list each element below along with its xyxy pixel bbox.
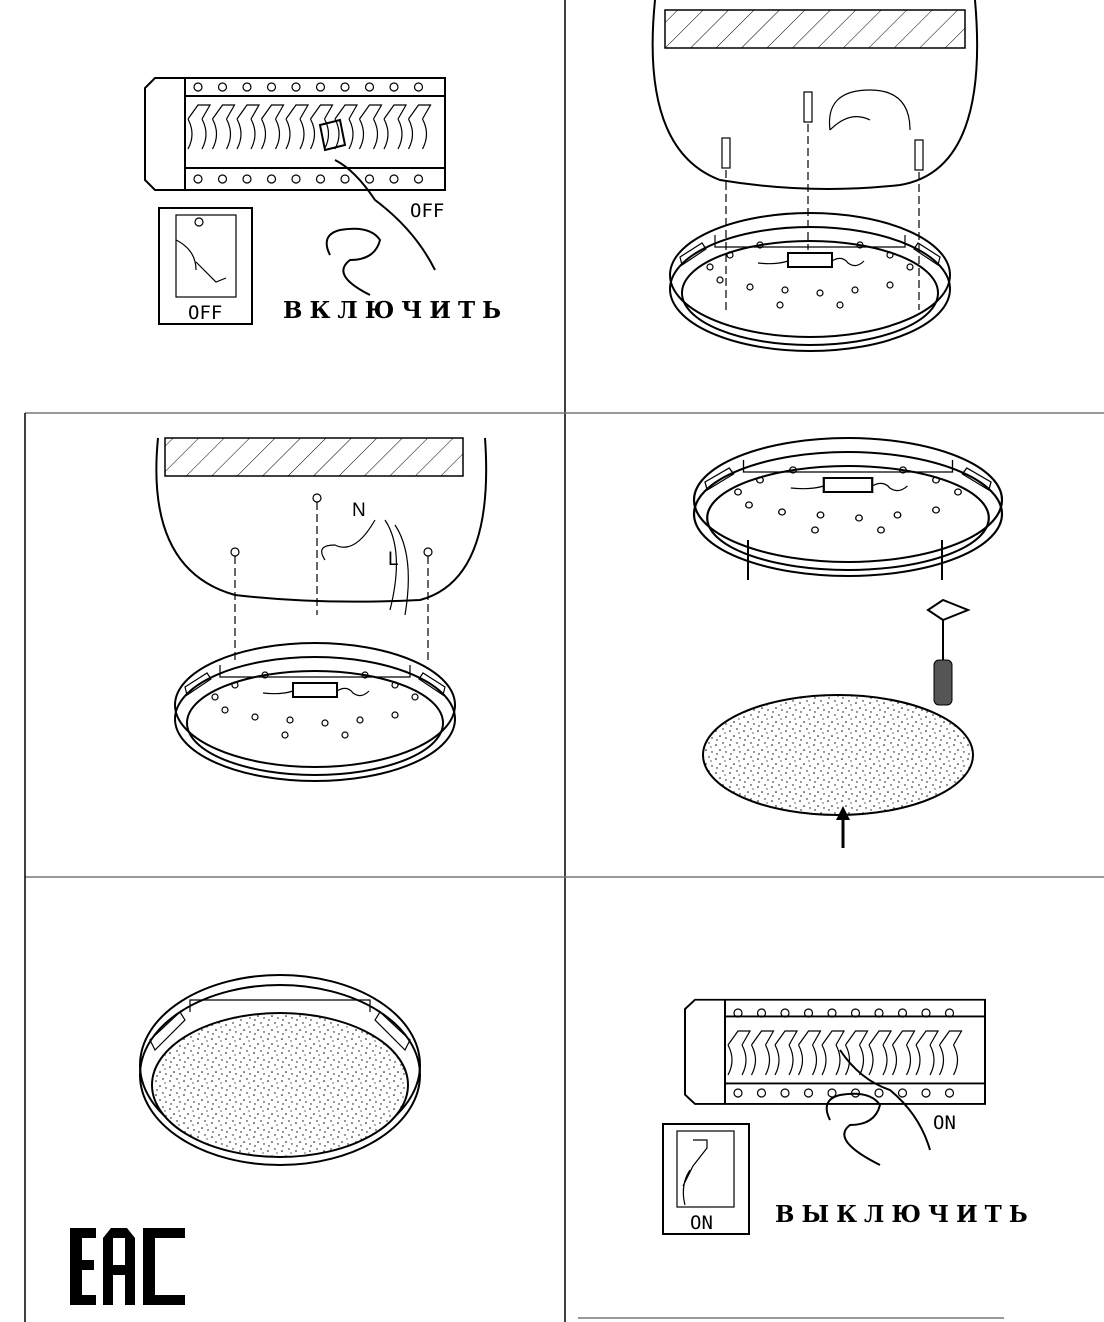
step4-diffuser [702, 694, 974, 816]
terminal-screw [780, 1088, 790, 1098]
terminal-screw [850, 1008, 861, 1018]
terminal-screw [291, 82, 301, 92]
step1-instruction: ВКЛЮЧИТЬ [283, 297, 508, 324]
breaker-switch [868, 1030, 893, 1076]
step6-instruction: ВЫКЛЮЧИТЬ [775, 1201, 1035, 1228]
terminal-screw [413, 174, 424, 184]
step3-lamp-base [174, 642, 456, 782]
terminal-screw [266, 174, 277, 184]
terminal-screw [733, 1008, 743, 1018]
terminal-screw [756, 1008, 767, 1018]
step4-screws [747, 540, 971, 706]
breaker-switch [309, 104, 334, 150]
terminal-screw [803, 1088, 814, 1098]
terminal-screw [921, 1008, 931, 1018]
step1-switch-box [158, 207, 253, 325]
terminal-screw [874, 1008, 884, 1018]
breaker-switch [187, 104, 212, 150]
terminal-screw [389, 82, 399, 92]
breaker-switch [358, 104, 383, 150]
step2-ceiling [651, 0, 979, 310]
breaker-switch [797, 1030, 822, 1076]
terminal-screw [193, 174, 203, 184]
wire-label-live: L [388, 549, 399, 570]
terminal-screw [389, 174, 399, 184]
step6-switch-box [662, 1123, 750, 1235]
step1-switch-state-label: OFF [188, 302, 222, 324]
terminal-screw [874, 1088, 884, 1098]
breaker-switch [727, 1030, 752, 1076]
terminal-screw [780, 1008, 790, 1018]
terminal-screw [897, 1008, 908, 1018]
terminal-screw [413, 82, 424, 92]
terminal-screw [803, 1008, 814, 1018]
breaker-switch [750, 1030, 775, 1076]
terminal-screw [242, 174, 252, 184]
terminal-screw [944, 1008, 955, 1018]
breaker-switch [334, 104, 359, 150]
step1-breaker-state-label: OFF [410, 200, 444, 222]
terminal-screw [266, 82, 277, 92]
breaker-switch [236, 104, 261, 150]
terminal-screw [193, 82, 203, 92]
wire-label-neutral: N [352, 500, 366, 521]
step3-ceiling [155, 437, 488, 660]
terminal-screw [217, 174, 228, 184]
breaker-switch [891, 1030, 916, 1076]
terminal-screw [733, 1088, 743, 1098]
step6-breaker-state-label: ON [933, 1112, 956, 1134]
breaker-switch [915, 1030, 940, 1076]
panel-grid [24, 0, 1104, 1322]
terminal-screw [291, 174, 301, 184]
breaker-switch [774, 1030, 799, 1076]
step5-assembled-lamp [139, 974, 421, 1166]
breaker-switch [383, 104, 408, 150]
terminal-screw [897, 1088, 908, 1098]
breaker-switch [821, 1030, 846, 1076]
breaker-switch [407, 104, 432, 150]
breaker-switch [285, 104, 310, 150]
step4-lamp-base [692, 436, 1004, 578]
breaker-switch [211, 104, 236, 150]
step6-switch-state-label: ON [690, 1212, 713, 1234]
terminal-screw [827, 1008, 837, 1018]
terminal-screw [217, 82, 228, 92]
terminal-screw [340, 82, 350, 92]
breaker-switch [938, 1030, 963, 1076]
eac-logo [70, 1228, 185, 1305]
terminal-screw [921, 1088, 931, 1098]
step6-breaker-panel [684, 998, 986, 1166]
step2-lamp-base [669, 212, 951, 352]
terminal-screw [242, 82, 252, 92]
step1-breaker-panel [144, 77, 446, 296]
breaker-switch [260, 104, 285, 150]
terminal-screw [315, 82, 326, 92]
terminal-screw [364, 174, 375, 184]
terminal-screw [756, 1088, 767, 1098]
terminal-screw [315, 174, 326, 184]
terminal-screw [944, 1088, 955, 1098]
arrow-up-icon [836, 806, 850, 848]
terminal-screw [364, 82, 375, 92]
terminal-screw [340, 174, 350, 184]
terminal-screw [827, 1088, 837, 1098]
